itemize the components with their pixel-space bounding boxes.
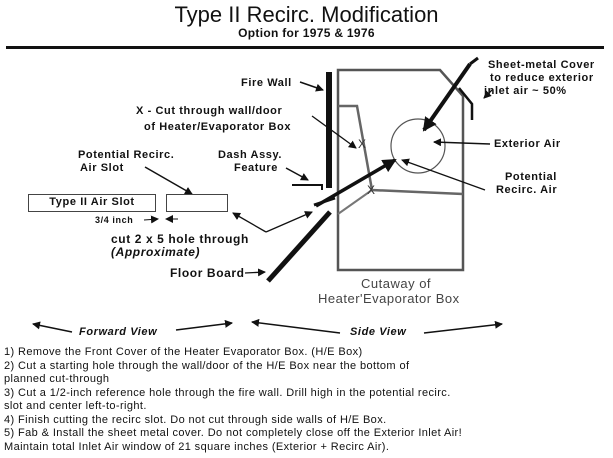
- type-ii-air-slot-box: Type II Air Slot: [28, 194, 156, 212]
- potential-recirc-slot-box: [166, 194, 228, 212]
- sheet-metal-label-1: Sheet-metal Cover: [488, 59, 595, 71]
- cutaway-label-2: Heater'Evaporator Box: [318, 291, 460, 306]
- potential-slot-label-2: Air Slot: [80, 162, 124, 174]
- approximate-label: (Approximate): [111, 245, 201, 259]
- forward-view-label: Forward View: [79, 326, 158, 338]
- three-quarter-inch-label: 3/4 inch: [95, 215, 134, 225]
- cutaway-label-1: Cutaway of: [361, 276, 432, 291]
- floor-board-label: Floor Board: [170, 266, 245, 280]
- cut-through-label-1: X - Cut through wall/door: [136, 105, 283, 117]
- fire-wall-label: Fire Wall: [241, 77, 292, 89]
- sheet-metal-label-3: inlet air ~ 50%: [484, 85, 567, 97]
- cut-mark-x-lower: X: [367, 183, 375, 197]
- exterior-air-arrow-tail: [469, 56, 479, 66]
- side-view-label: Side View: [350, 326, 407, 338]
- inner-wall-door: [338, 104, 464, 196]
- sheet-metal-label-2: to reduce exterior: [490, 72, 594, 84]
- side-view-arrow-left: [251, 318, 341, 334]
- exterior-air-label: Exterior Air: [494, 138, 561, 150]
- heater-evaporator-box: [336, 68, 465, 272]
- step-line: slot and center left-to-right.: [4, 400, 147, 412]
- cut-through-label-2: of Heater/Evaporator Box: [144, 121, 292, 133]
- air-circle: [390, 118, 446, 174]
- inner-wall-lower: [337, 189, 373, 215]
- potential-slot-label-1: Potential Recirc.: [78, 149, 175, 161]
- forward-view-arrow-right: [175, 319, 233, 331]
- dash-feature: [292, 184, 323, 190]
- sheet-metal-cover: [458, 87, 474, 120]
- dash-label-2: Feature: [234, 162, 278, 174]
- cut-mark-x-upper: X: [358, 137, 366, 151]
- page-title: Type II Recirc. Modification: [174, 2, 439, 27]
- step-line: 1) Remove the Front Cover of the Heater …: [4, 346, 363, 358]
- step-line: Maintain total Inlet Air window of 21 sq…: [4, 440, 390, 453]
- title-divider: [6, 46, 604, 49]
- potential-recirc-label-2: Recirc. Air: [496, 184, 558, 196]
- step-line: 2) Cut a starting hole through the wall/…: [4, 359, 410, 372]
- dash-label-1: Dash Assy.: [218, 149, 283, 161]
- potential-recirc-label-1: Potential: [505, 171, 557, 183]
- step-line: 3) Cut a 1/2-inch reference hole through…: [4, 386, 451, 399]
- step-line: 4) Finish cutting the recirc slot. Do no…: [4, 413, 387, 426]
- instruction-steps: 1) Remove the Front Cover of the Heater …: [4, 346, 462, 454]
- page-subtitle: Option for 1975 & 1976: [238, 26, 375, 40]
- fire-wall: [326, 72, 332, 188]
- cut-hole-label: cut 2 x 5 hole through: [111, 232, 249, 246]
- step-line: planned cut-through: [4, 373, 110, 385]
- side-view-arrow-right: [423, 320, 503, 334]
- floor-board: [266, 210, 332, 283]
- exterior-air-arrow: [422, 62, 472, 132]
- step-line: 5) Fab & Install the sheet metal cover. …: [4, 427, 463, 439]
- recirc-air-arrow: [315, 158, 397, 208]
- firewall-slot-edge: [313, 196, 336, 207]
- forward-view-arrow-left: [32, 321, 73, 333]
